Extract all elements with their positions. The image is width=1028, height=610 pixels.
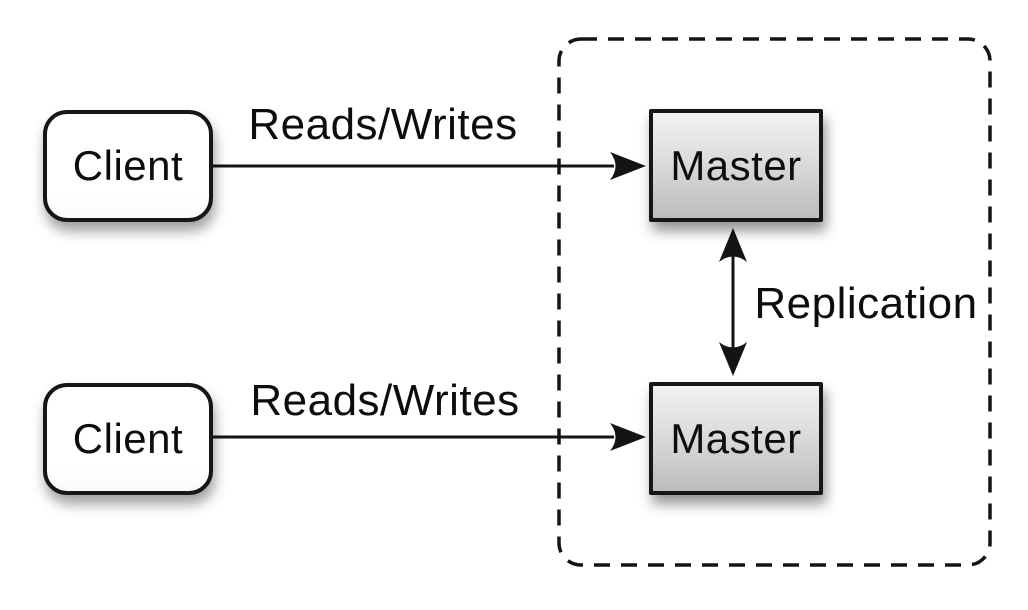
node-master-bottom-label: Master	[670, 414, 802, 462]
edge-reads-writes-top	[213, 152, 646, 180]
node-client-top-label: Client	[72, 142, 184, 189]
arrowhead-right-icon	[610, 423, 646, 451]
cluster-border	[557, 37, 992, 567]
node-client-bottom: Client	[43, 383, 213, 495]
node-master-bottom: Master	[649, 382, 823, 495]
edge-label-reads-writes-top: Reads/Writes	[248, 100, 518, 149]
edge-replication	[719, 228, 747, 376]
node-client-top: Client	[43, 110, 213, 222]
edge-label-reads-writes-bottom: Reads/Writes	[250, 376, 520, 425]
arrowhead-up-icon	[719, 228, 747, 262]
edge-reads-writes-bottom	[213, 423, 646, 451]
node-client-bottom-label: Client	[72, 415, 184, 462]
arrowhead-down-icon	[719, 342, 747, 376]
arrowhead-right-icon	[610, 152, 646, 180]
edge-label-replication: Replication	[754, 279, 978, 328]
node-master-top: Master	[649, 109, 823, 222]
node-master-top-label: Master	[670, 141, 802, 189]
